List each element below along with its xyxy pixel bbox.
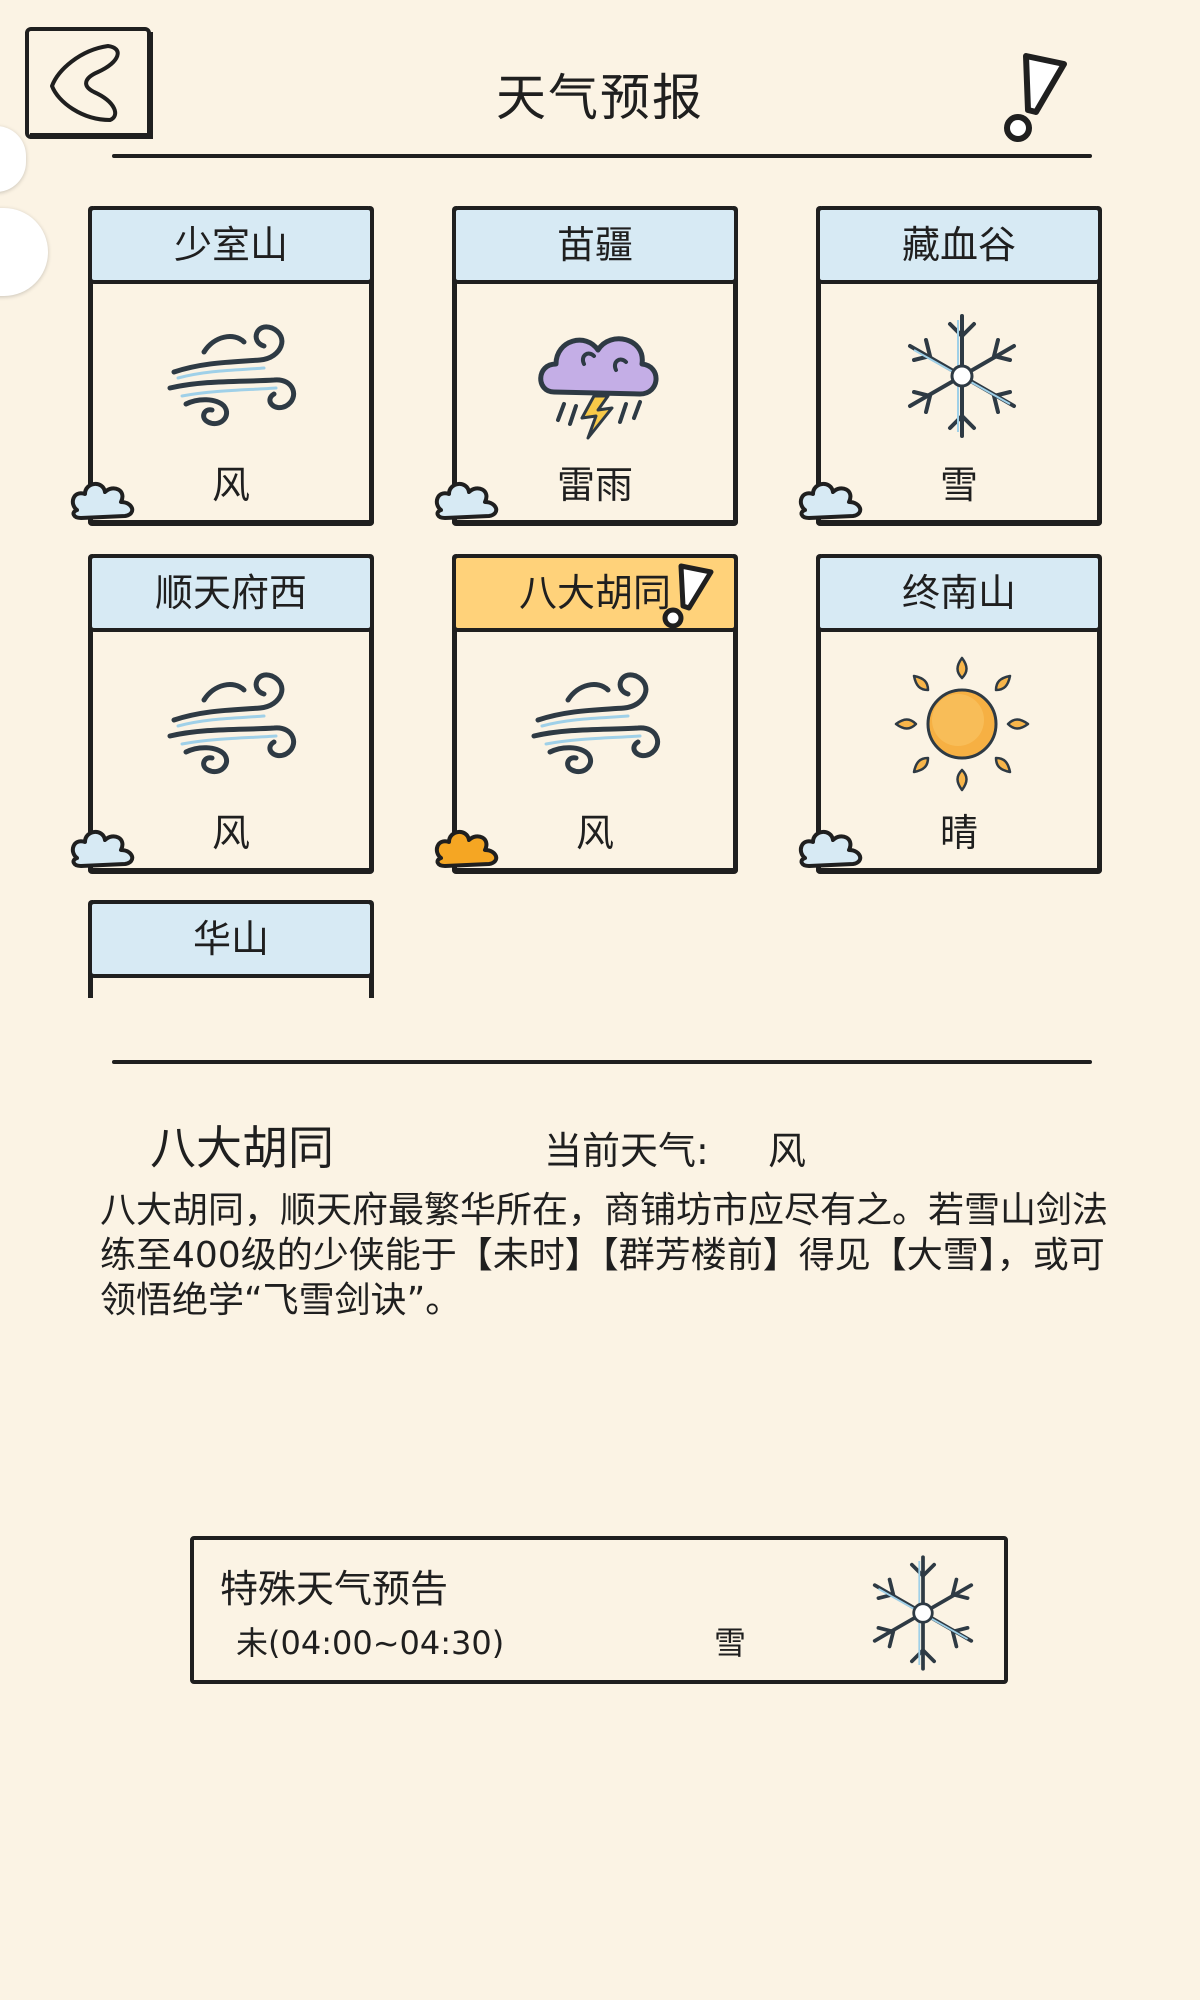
location-card-title: 藏血谷 (816, 206, 1102, 284)
location-card-shaoshishan[interactable]: 少室山 风 (70, 206, 374, 526)
wind-icon (531, 672, 661, 774)
thunderstorm-icon (538, 336, 659, 440)
location-card-shuntianfuxi[interactable]: 顺天府西 风 (70, 554, 374, 874)
wind-icon (167, 324, 297, 426)
location-card-weather: 晴 (939, 811, 978, 855)
forecast-title: 特殊天气预告 (220, 1567, 449, 1611)
exclamation-icon (662, 563, 714, 629)
forecast-weather: 雪 (714, 1624, 747, 1662)
cloud-ornament-icon (798, 830, 863, 868)
location-card-weather: 风 (211, 463, 250, 507)
location-card-title: 少室山 (88, 206, 374, 284)
cloud-ornament-icon (434, 830, 499, 868)
location-card-weather: 风 (575, 811, 614, 855)
location-card-title: 八大胡同 (452, 554, 738, 632)
notice-button[interactable] (998, 50, 1070, 142)
floating-app-bubble[interactable] (0, 208, 48, 296)
forecast-time: 未(04:00~04:30) (236, 1624, 505, 1662)
location-card-weather: 雷雨 (556, 463, 633, 507)
location-card-cangxuegu[interactable]: 藏血谷 雪 (798, 206, 1102, 526)
location-card-title: 苗疆 (452, 206, 738, 284)
location-card-weather: 雪 (939, 463, 978, 507)
sun-icon (894, 656, 1030, 792)
location-card-zhongnanshan[interactable]: 终南山 晴 (798, 554, 1102, 874)
current-weather-value: 风 (768, 1129, 807, 1173)
cloud-ornament-icon (434, 482, 499, 520)
page-title: 天气预报 (496, 69, 704, 127)
back-button[interactable] (24, 26, 154, 142)
section-divider (112, 1060, 1092, 1064)
wind-icon (167, 672, 297, 774)
exclamation-icon (1004, 53, 1067, 142)
header-divider (112, 154, 1092, 158)
special-weather-forecast-panel: 特殊天气预告 未(04:00~04:30) 雪 (190, 1536, 1008, 1684)
back-arrow-icon (25, 27, 153, 139)
location-card-miaojiang[interactable]: 苗疆 雷雨 (434, 206, 738, 526)
floating-side-button[interactable] (0, 126, 26, 192)
location-card-huashan[interactable]: 华山 (88, 900, 374, 998)
location-card-weather: 风 (211, 811, 250, 855)
cloud-ornament-icon (798, 482, 863, 520)
snowflake-icon (908, 314, 1016, 438)
detail-location-name: 八大胡同 (150, 1121, 334, 1175)
location-card-title: 华山 (88, 900, 374, 978)
location-card-title: 顺天府西 (88, 554, 374, 632)
current-weather-label: 当前天气: (544, 1129, 709, 1173)
location-card-title: 终南山 (816, 554, 1102, 632)
cloud-ornament-icon (70, 482, 135, 520)
snowflake-icon (872, 1555, 974, 1671)
detail-description: 八大胡同，顺天府最繁华所在，商铺坊市应尽有之。若雪山剑法练至400级的少侠能于【… (100, 1190, 1109, 1321)
location-card-badahutong[interactable]: 八大胡同 风 (434, 554, 738, 874)
cloud-ornament-icon (70, 830, 135, 868)
